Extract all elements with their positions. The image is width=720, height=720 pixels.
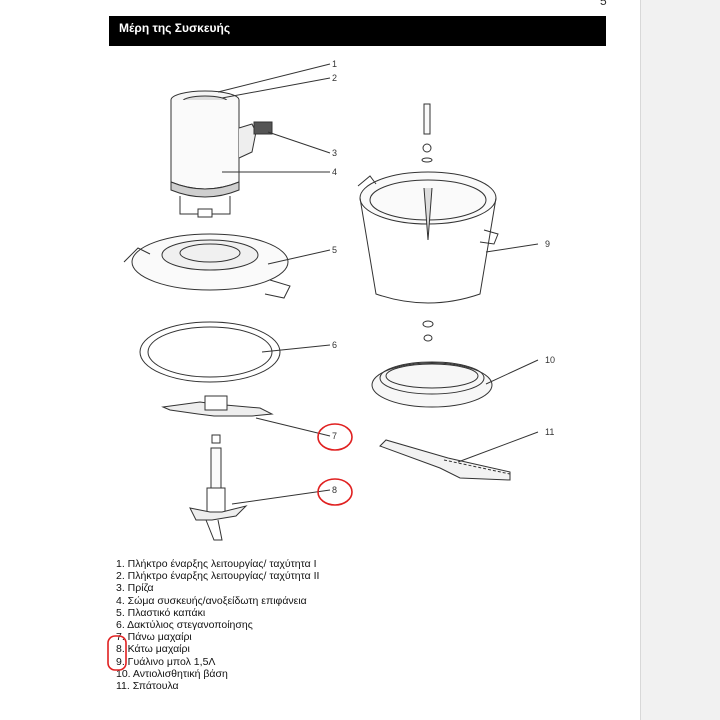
page-number: 5	[600, 0, 607, 8]
list-item: 2. Πλήκτρο έναρξης λειτουργίας/ ταχύτητα…	[116, 570, 320, 583]
callout-10: 10	[545, 355, 555, 365]
parts-diagram: 1 2 3 4 5 6 7 8 9 10 11	[123, 59, 555, 541]
section-header: Μέρη της Συσκευής	[109, 16, 606, 46]
callout-3: 3	[332, 148, 337, 158]
callout-7: 7	[332, 431, 337, 441]
bowl-drawing	[357, 103, 499, 342]
list-item: 11. Σπάτουλα	[116, 680, 179, 693]
callout-6: 6	[332, 340, 337, 350]
viewer-margin	[640, 0, 720, 720]
callout-8: 8	[332, 485, 337, 495]
callout-1: 1	[332, 59, 337, 69]
document-page: 5 Μέρη της Συσκευής	[109, 0, 607, 693]
highlight-circle-8	[317, 478, 353, 506]
callout-2: 2	[332, 73, 337, 83]
list-item: 3. Πρίζα	[116, 582, 154, 595]
callout-9: 9	[545, 239, 550, 249]
list-item: 8. Κάτω μαχαίρι	[116, 643, 190, 656]
lid-drawing	[123, 233, 291, 299]
non-slip-base-drawing	[371, 361, 493, 408]
list-item: 4. Σώμα συσκευής/ανοξείδωτη επιφάνεια	[116, 594, 307, 607]
list-item: 7. Πάνω μαχαίρι	[116, 631, 192, 644]
highlight-circle-7	[317, 423, 353, 451]
lower-blade-drawing	[189, 447, 248, 541]
list-item: 6. Δακτύλιος στεγανοποίησης	[116, 619, 253, 632]
callout-11: 11	[545, 427, 554, 437]
list-item: 1. Πλήκτρο έναρξης λειτουργίας/ ταχύτητα…	[116, 558, 317, 570]
spatula-drawing	[379, 439, 511, 481]
motor-unit-drawing	[170, 90, 273, 218]
section-title: Μέρη της Συσκευής	[119, 21, 231, 35]
upper-blade-drawing	[161, 395, 274, 444]
list-item: 5. Πλαστικό καπάκι	[116, 606, 206, 619]
list-item: 10. Αντιολισθητική βάση	[116, 667, 228, 680]
list-item: 9. Γυάλινο μπολ 1,5Λ	[116, 655, 216, 668]
callout-5: 5	[332, 245, 337, 255]
sealing-ring-drawing	[139, 321, 281, 383]
callout-4: 4	[332, 167, 337, 177]
parts-list: 1. Πλήκτρο έναρξης λειτουργίας/ ταχύτητα…	[116, 558, 319, 692]
